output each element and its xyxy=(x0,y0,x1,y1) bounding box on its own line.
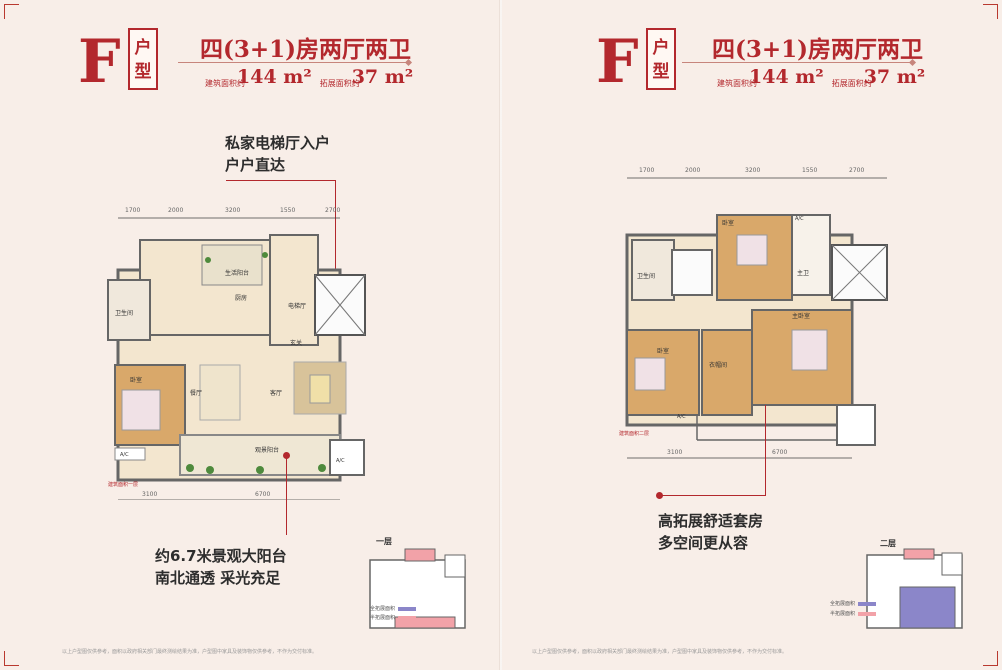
room-label: A/C xyxy=(120,452,129,458)
feature-line: 高拓展舒适套房 xyxy=(658,512,764,530)
dimension-label: 1700 xyxy=(125,207,140,214)
corner-ornament xyxy=(4,651,19,666)
dimension-label: 2000 xyxy=(168,207,183,214)
feature-callout-bottom: 高拓展舒适套房 多空间更从容 xyxy=(658,510,763,554)
legend-full: 全拓展面积 xyxy=(370,605,417,612)
room-label: 玄关 xyxy=(290,339,302,347)
corner-ornament xyxy=(983,651,998,666)
legend-swatch xyxy=(858,601,877,606)
dimension-label: 3100 xyxy=(142,491,157,498)
page-spine xyxy=(499,0,503,670)
dimension-label: 3200 xyxy=(225,207,240,214)
build-area-label: 建筑面积约 xyxy=(205,79,245,88)
dimension-label: 2700 xyxy=(849,167,864,174)
disclaimer: 以上户型图仅供参考，面积以政府相关部门最终测绘结果为准，户型图中家具及装饰物仅供… xyxy=(532,649,788,655)
feature-line: 约6.7米景观大阳台 xyxy=(155,547,287,565)
area-info: 建筑面积约 144 m² 拓展面积约 37 m² xyxy=(205,66,413,88)
legend-label: 半拓展面积 xyxy=(830,611,856,617)
build-area-value: 144 m² xyxy=(237,66,312,88)
legend-half: 半拓展面积 xyxy=(830,610,877,617)
room-label: 客厅 xyxy=(270,389,282,397)
legend-label: 全拓展面积 xyxy=(830,601,856,607)
mini-plan-label: 一层 xyxy=(376,537,392,546)
floor-plan-level-2: 卧室 卫生间 主卫 主卧室 卧室 衣帽间 A/C A/C 1700 2000 3… xyxy=(619,167,888,459)
callout-leader xyxy=(226,180,336,181)
mini-plan-level-2 xyxy=(866,548,963,629)
dimension-label: 3100 xyxy=(667,449,682,456)
callout-leader xyxy=(286,455,287,535)
feature-line: 户户直达 xyxy=(225,156,286,174)
dimension-label: 1550 xyxy=(280,207,295,214)
layout-title: 四(3+1)房两厅两卫 xyxy=(712,36,924,63)
dimension-label: 6700 xyxy=(255,491,270,498)
room-label: 厨房 xyxy=(235,294,247,302)
floor-plan-level-1: 生活阳台 厨房 电梯厅 卫生间 玄关 卧室 餐厅 客厅 观景阳台 A/C A/C… xyxy=(107,207,366,500)
mini-plan-label: 二层 xyxy=(880,539,896,548)
room-label: 衣帽间 xyxy=(709,361,727,369)
dimension-label: 1700 xyxy=(639,167,654,174)
title-divider xyxy=(682,62,912,63)
extra-area-label: 拓展面积约 xyxy=(831,79,872,88)
feature-callout-top: 私家电梯厅入户 户户直达 xyxy=(225,132,330,176)
type-label: 户型 xyxy=(128,28,158,90)
legend-half: 半拓展面积 xyxy=(370,614,417,621)
floor-caption: 建筑面积二层 xyxy=(619,430,649,437)
room-label: 卫生间 xyxy=(115,309,133,317)
right-page: F 户型 四(3+1)房两厅两卫 建筑面积约 144 m² 拓展面积约 37 m… xyxy=(502,0,1002,670)
callout-leader xyxy=(335,180,336,275)
room-label: 观景阳台 xyxy=(255,446,279,454)
callout-leader xyxy=(660,495,766,496)
feature-line: 南北通透 采光充足 xyxy=(155,569,281,587)
room-label: 主卫 xyxy=(797,269,809,277)
callout-dot xyxy=(283,452,290,459)
room-label: A/C xyxy=(336,458,345,464)
legend-label: 全拓展面积 xyxy=(370,606,396,612)
room-label: 卧室 xyxy=(657,347,669,355)
room-label: A/C xyxy=(795,216,804,222)
extra-area-value: 37 m² xyxy=(351,66,414,88)
dimension-label: 2700 xyxy=(325,207,340,214)
mini-plan-level-1 xyxy=(369,548,466,629)
type-label: 户型 xyxy=(646,28,676,90)
feature-line: 私家电梯厅入户 xyxy=(225,134,331,152)
dimension-label: 1550 xyxy=(802,167,817,174)
legend-swatch xyxy=(398,606,417,611)
area-info: 建筑面积约 144 m² 拓展面积约 37 m² xyxy=(717,66,925,88)
dimension-label: 6700 xyxy=(772,449,787,456)
left-page: F 户型 四(3+1)房两厅两卫 建筑面积约 144 m² 拓展面积约 37 m… xyxy=(0,0,500,670)
feature-callout-bottom: 约6.7米景观大阳台 南北通透 采光充足 xyxy=(155,545,287,589)
legend-swatch xyxy=(858,611,877,616)
legend-swatch xyxy=(398,615,417,620)
layout-title: 四(3+1)房两厅两卫 xyxy=(200,36,412,63)
room-label: A/C xyxy=(677,414,686,420)
corner-ornament xyxy=(4,4,19,19)
disclaimer: 以上户型图仅供参考，面积以政府相关部门最终测绘结果为准，户型图中家具及装饰物仅供… xyxy=(62,649,318,655)
extra-area-label: 拓展面积约 xyxy=(319,79,360,88)
dimension-label: 2000 xyxy=(685,167,700,174)
dimension-label: 3200 xyxy=(745,167,760,174)
title-divider xyxy=(178,62,408,63)
corner-ornament xyxy=(983,4,998,19)
build-area-label: 建筑面积约 xyxy=(717,79,757,88)
room-label: 餐厅 xyxy=(190,389,202,397)
type-letter: F xyxy=(596,27,639,97)
feature-line: 多空间更从容 xyxy=(658,534,749,552)
type-letter: F xyxy=(78,27,121,97)
legend-full: 全拓展面积 xyxy=(830,600,877,607)
room-label: 卧室 xyxy=(130,376,142,384)
room-label: 主卧室 xyxy=(792,312,810,320)
callout-leader xyxy=(765,405,766,495)
room-label: 电梯厅 xyxy=(288,302,306,310)
legend-label: 半拓展面积 xyxy=(370,615,396,621)
floor-caption: 建筑面积一层 xyxy=(108,481,138,488)
room-label: 卧室 xyxy=(722,219,734,227)
extra-area-value: 37 m² xyxy=(863,66,926,88)
build-area-value: 144 m² xyxy=(749,66,824,88)
callout-dot xyxy=(656,492,663,499)
room-label: 卫生间 xyxy=(637,272,655,280)
room-label: 生活阳台 xyxy=(225,269,249,277)
